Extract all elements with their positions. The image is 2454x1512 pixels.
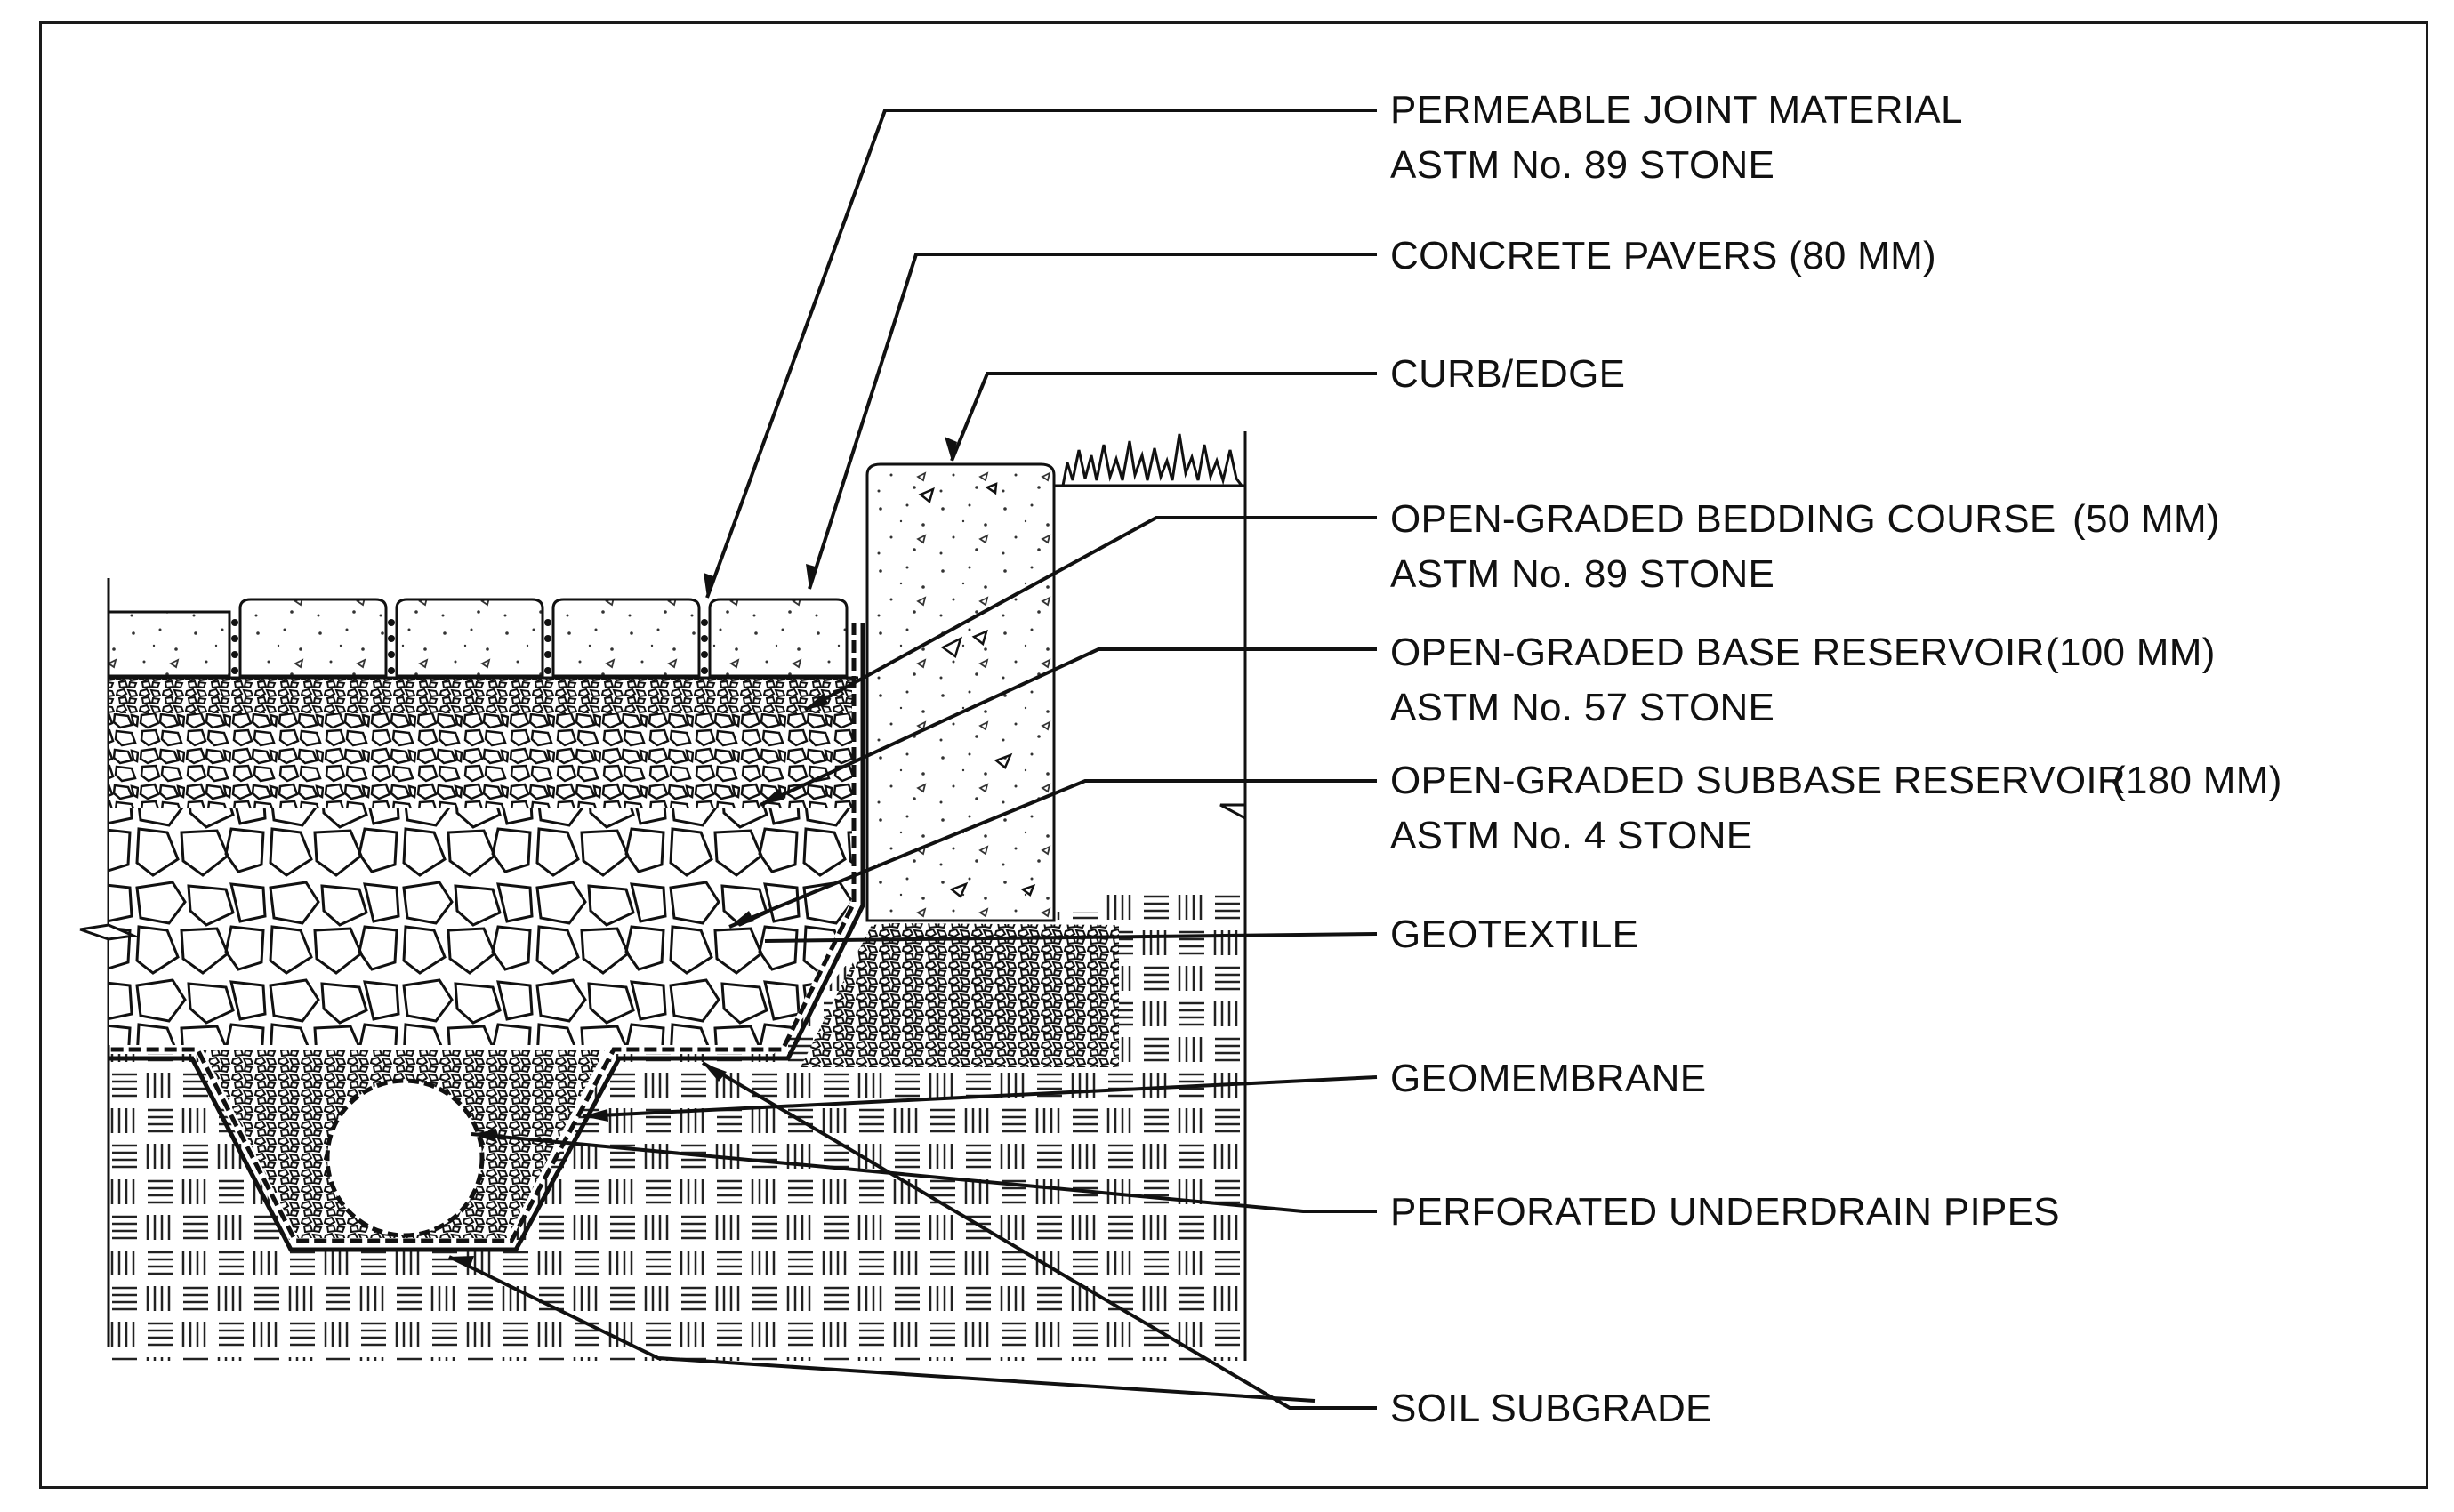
concrete-pavers xyxy=(107,598,858,680)
label-soil-subgrade: SOIL SUBGRADE xyxy=(1390,1387,1712,1430)
label-geotextile: GEOTEXTILE xyxy=(1390,913,1638,956)
subbase-reservoir-stone xyxy=(109,805,852,1045)
bedding-course-stone xyxy=(109,678,852,713)
geotextile-line xyxy=(109,623,857,1243)
break-mark xyxy=(79,923,139,941)
perforated-underdrain-pipe xyxy=(325,1078,485,1238)
base-reservoir-stone xyxy=(109,712,852,808)
label-subbase-reservoir: OPEN-GRADED SUBBASE RESERVOIR xyxy=(1390,759,2126,802)
label-base-reservoir: OPEN-GRADED BASE RESERVOIR xyxy=(1390,631,2045,674)
label-joint-material-stone: ASTM No. 89 STONE xyxy=(1390,143,1774,187)
label-base-reservoir-dim: (100 MM) xyxy=(2046,631,2216,674)
label-bedding-course-dim: (50 MM) xyxy=(2072,497,2220,541)
label-joint-material: PERMEABLE JOINT MATERIAL xyxy=(1390,88,1963,132)
right-fine-fill xyxy=(801,923,1119,1067)
label-geomembrane: GEOMEMBRANE xyxy=(1390,1057,1706,1100)
leader-arrowheads xyxy=(449,437,957,1268)
leader-lines xyxy=(448,109,1378,1410)
label-subbase-reservoir-dim: (180 MM) xyxy=(2112,759,2282,802)
label-base-reservoir-stone: ASTM No. 57 STONE xyxy=(1390,686,1774,729)
curb-edge xyxy=(865,462,1246,922)
label-curb-edge: CURB/EDGE xyxy=(1390,352,1625,396)
label-bedding-course-stone: ASTM No. 89 STONE xyxy=(1390,552,1774,596)
label-concrete-pavers: CONCRETE PAVERS (80 MM) xyxy=(1390,234,1936,277)
geomembrane-line xyxy=(109,623,865,1252)
label-underdrain: PERFORATED UNDERDRAIN PIPES xyxy=(1390,1190,2060,1234)
grass xyxy=(1061,433,1243,487)
label-subbase-reservoir-stone: ASTM No. 4 STONE xyxy=(1390,814,1752,857)
label-bedding-course: OPEN-GRADED BEDDING COURSE xyxy=(1390,497,2056,541)
